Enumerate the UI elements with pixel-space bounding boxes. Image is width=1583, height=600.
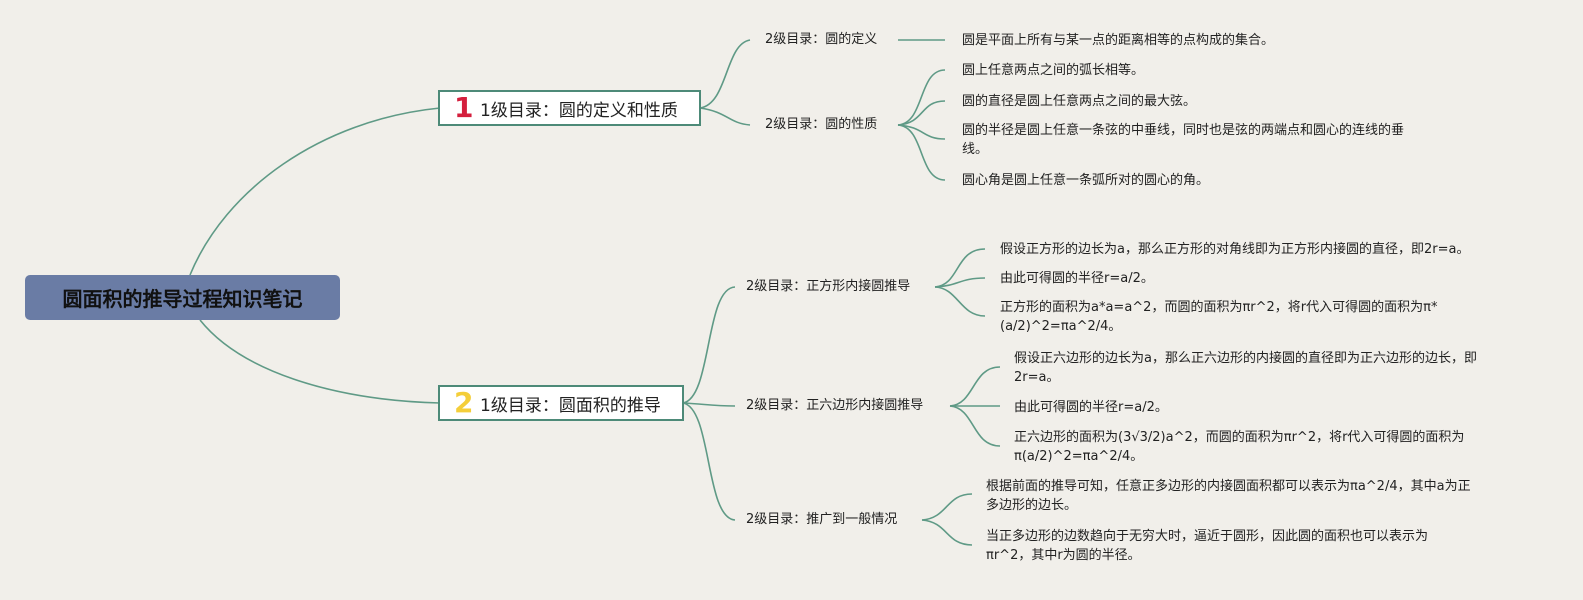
detail-definition-1[interactable]: 圆是平面上所有与某一点的距离相等的点构成的集合。: [962, 33, 1275, 48]
connector-root-topic-2: [199, 319, 441, 404]
connector-sub-2-2-detail-1: [949, 366, 1001, 407]
detail-general-2[interactable]: 当正多边形的边数趋向于无穷大时，逼近于圆形，因此圆的面积也可以表示为πr^2，其…: [986, 529, 1429, 563]
topic-2-node[interactable]: 2 1级目录：圆面积的推导: [438, 385, 684, 421]
detail-hexagon-3[interactable]: 正六边形的面积为(3√3/2)a^2，而圆的面积为πr^2，将r代入可得圆的面积…: [1014, 430, 1465, 464]
topic-1-node[interactable]: 1 1级目录：圆的定义和性质: [438, 90, 701, 126]
connector-sub-1-2-detail-4: [897, 124, 946, 181]
connector-topic-1-sub-1: [699, 39, 751, 109]
connector-sub-2-1-detail-2: [934, 277, 986, 288]
detail-square-3[interactable]: 正方形的面积为a*a=a^2，而圆的面积为πr^2，将r代入可得圆的面积为π*(…: [1000, 300, 1438, 334]
subtopic-general-case[interactable]: 2级目录：推广到一般情况: [746, 512, 898, 527]
detail-square-1[interactable]: 假设正方形的边长为a，那么正方形的对角线即为正方形内接圆的直径，即2r=a。: [1000, 242, 1470, 257]
number-1-icon: 1: [454, 91, 474, 124]
detail-general-1[interactable]: 根据前面的推导可知，任意正多边形的内接圆面积都可以表示为πa^2/4，其中a为正…: [986, 479, 1471, 513]
root-node[interactable]: 圆面积的推导过程知识笔记: [25, 275, 340, 320]
topic-1-label: 1级目录：圆的定义和性质: [480, 100, 678, 121]
connector-sub-2-1-detail-3: [934, 286, 986, 317]
subtopic-square-inscribed[interactable]: 2级目录：正方形内接圆推导: [746, 279, 911, 294]
connector-sub-2-1-detail-1: [934, 248, 986, 288]
connector-sub-2-2-detail-3: [949, 405, 1001, 447]
subtopic-circle-definition[interactable]: 2级目录：圆的定义: [765, 32, 878, 47]
connector-sub-2-3-detail-1: [921, 493, 973, 521]
detail-property-1[interactable]: 圆上任意两点之间的弧长相等。: [962, 63, 1145, 78]
detail-square-2[interactable]: 由此可得圆的半径r=a/2。: [1000, 271, 1154, 286]
root-title: 圆面积的推导过程知识笔记: [62, 287, 303, 311]
connector-sub-1-2-detail-2: [897, 100, 946, 126]
connector-topic-2-sub-1: [682, 286, 736, 404]
connector-topic-2-sub-2: [682, 402, 736, 407]
detail-hexagon-2[interactable]: 由此可得圆的半径r=a/2。: [1014, 400, 1168, 415]
detail-property-3[interactable]: 圆的半径是圆上任意一条弦的中垂线，同时也是弦的两端点和圆心的连线的垂线。: [962, 123, 1405, 157]
detail-hexagon-1[interactable]: 假设正六边形的边长为a，那么正六边形的内接圆的直径即为正六边形的边长，即2r=a…: [1014, 351, 1477, 385]
detail-property-4[interactable]: 圆心角是圆上任意一条弧所对的圆心的角。: [962, 173, 1210, 188]
topic-2-label: 1级目录：圆面积的推导: [480, 395, 661, 416]
connector-topic-1-sub-2: [699, 107, 751, 126]
number-2-icon: 2: [454, 386, 474, 419]
subtopic-circle-properties[interactable]: 2级目录：圆的性质: [765, 117, 878, 132]
subtopic-hexagon-inscribed[interactable]: 2级目录：正六边形内接圆推导: [746, 398, 924, 413]
connector-topic-2-sub-3: [682, 402, 736, 521]
detail-property-2[interactable]: 圆的直径是圆上任意两点之间的最大弦。: [962, 94, 1197, 109]
connector-root-topic-1: [189, 107, 441, 276]
connector-sub-1-2-detail-1: [897, 69, 946, 126]
connector-sub-2-3-detail-2: [921, 519, 973, 546]
